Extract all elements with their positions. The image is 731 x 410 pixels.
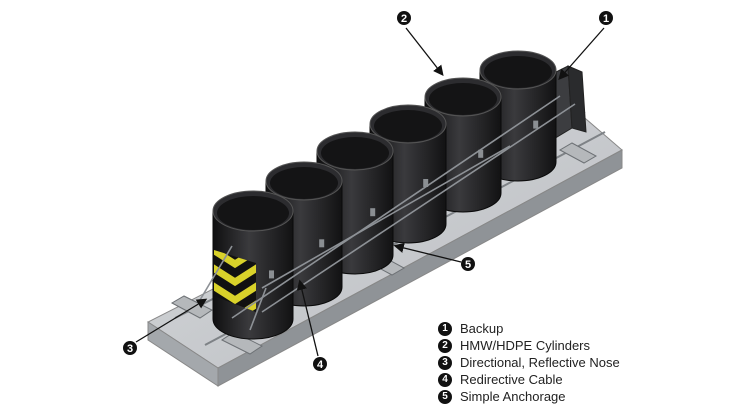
callout-3-number: 3: [127, 343, 133, 355]
legend-label: Directional, Reflective Nose: [460, 355, 620, 370]
legend-number: 3: [438, 355, 452, 370]
callout-5: 5: [461, 257, 475, 271]
callout-1: 1: [599, 11, 613, 25]
callout-3: 3: [123, 341, 137, 355]
legend-label: Redirective Cable: [460, 372, 563, 387]
legend: 1 Backup 2 HMW/HDPE Cylinders 3 Directio…: [438, 320, 728, 405]
legend-number: 5: [438, 389, 452, 404]
callout-4-number: 4: [317, 359, 324, 371]
legend-number: 4: [438, 372, 452, 387]
legend-item-backup: 1 Backup: [438, 320, 728, 337]
redirective-cables: [199, 95, 576, 331]
callout-1-number: 1: [603, 13, 609, 25]
legend-item-nose: 3 Directional, Reflective Nose: [438, 354, 728, 371]
legend-item-cylinders: 2 HMW/HDPE Cylinders: [438, 337, 728, 354]
callout-2-number: 2: [401, 13, 407, 25]
legend-label: Backup: [460, 321, 504, 336]
callout-2: 2: [397, 11, 411, 25]
legend-label: Simple Anchorage: [460, 389, 566, 404]
legend-item-cable: 4 Redirective Cable: [438, 371, 728, 388]
callout-4: 4: [313, 357, 327, 371]
callout-leaders: [135, 27, 605, 357]
legend-label: HMW/HDPE Cylinders: [460, 338, 591, 353]
legend-number: 2: [438, 338, 452, 353]
legend-item-anchorage: 5 Simple Anchorage: [438, 388, 728, 405]
callout-5-number: 5: [465, 259, 471, 271]
legend-number: 1: [438, 321, 452, 336]
